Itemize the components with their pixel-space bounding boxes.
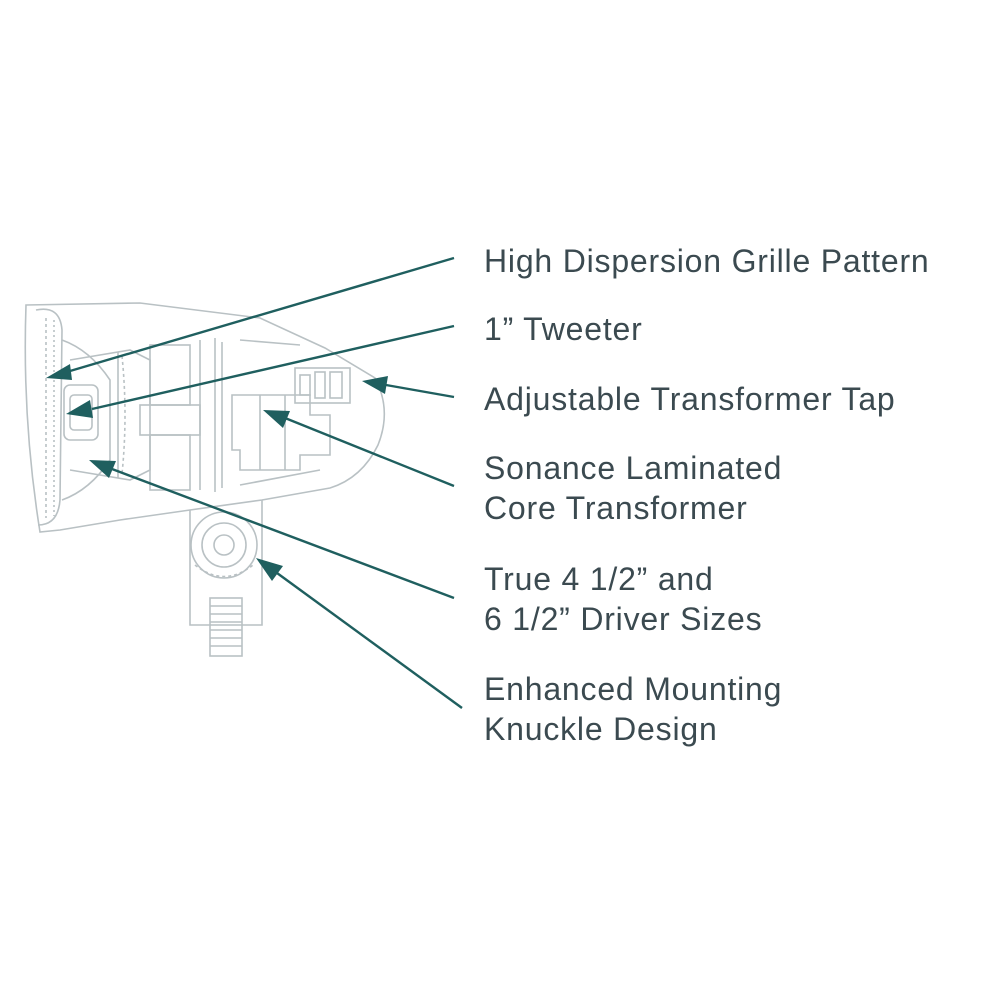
label-driver-line-1: True 4 1/2” and [484, 561, 714, 597]
label-knuckle-line-1: Enhanced Mounting [484, 671, 783, 707]
label-tweeter-line-1: 1” Tweeter [484, 311, 643, 347]
arrow-tap [362, 376, 455, 399]
speaker-line-drawing [24, 302, 386, 657]
label-transformer-line-1: Sonance Laminated [484, 450, 783, 486]
speaker-housing [24, 302, 386, 533]
tweeter-outline [63, 384, 99, 441]
knuckle-outline [190, 511, 258, 579]
label-knuckle-line-2: Knuckle Design [484, 711, 718, 747]
arrow-tweeter [66, 324, 455, 418]
grille-rim [35, 308, 63, 526]
label-tap-line-1: Adjustable Transformer Tap [484, 381, 896, 417]
label-driver-line-2: 6 1/2” Driver Sizes [484, 601, 763, 637]
transformer-block [231, 394, 331, 471]
label-driver: True 4 1/2” and 6 1/2” Driver Sizes [484, 559, 762, 639]
label-transformer-line-2: Core Transformer [484, 490, 748, 526]
arrow-transformer [263, 410, 455, 488]
label-knuckle: Enhanced Mounting Knuckle Design [484, 669, 782, 749]
label-tweeter: 1” Tweeter [484, 309, 643, 349]
label-tap: Adjustable Transformer Tap [484, 379, 896, 419]
arrow-driver [89, 460, 455, 600]
magnet-stack [139, 404, 201, 436]
label-grille: High Dispersion Grille Pattern [484, 241, 930, 281]
label-transformer: Sonance Laminated Core Transformer [484, 448, 782, 528]
callout-arrows [46, 256, 463, 709]
label-grille-line-1: High Dispersion Grille Pattern [484, 243, 930, 279]
arrow-grille [46, 256, 455, 380]
tap-assembly [294, 367, 351, 404]
driver-cone [61, 339, 111, 501]
threaded-post [209, 597, 243, 657]
arrow-knuckle [256, 558, 463, 709]
